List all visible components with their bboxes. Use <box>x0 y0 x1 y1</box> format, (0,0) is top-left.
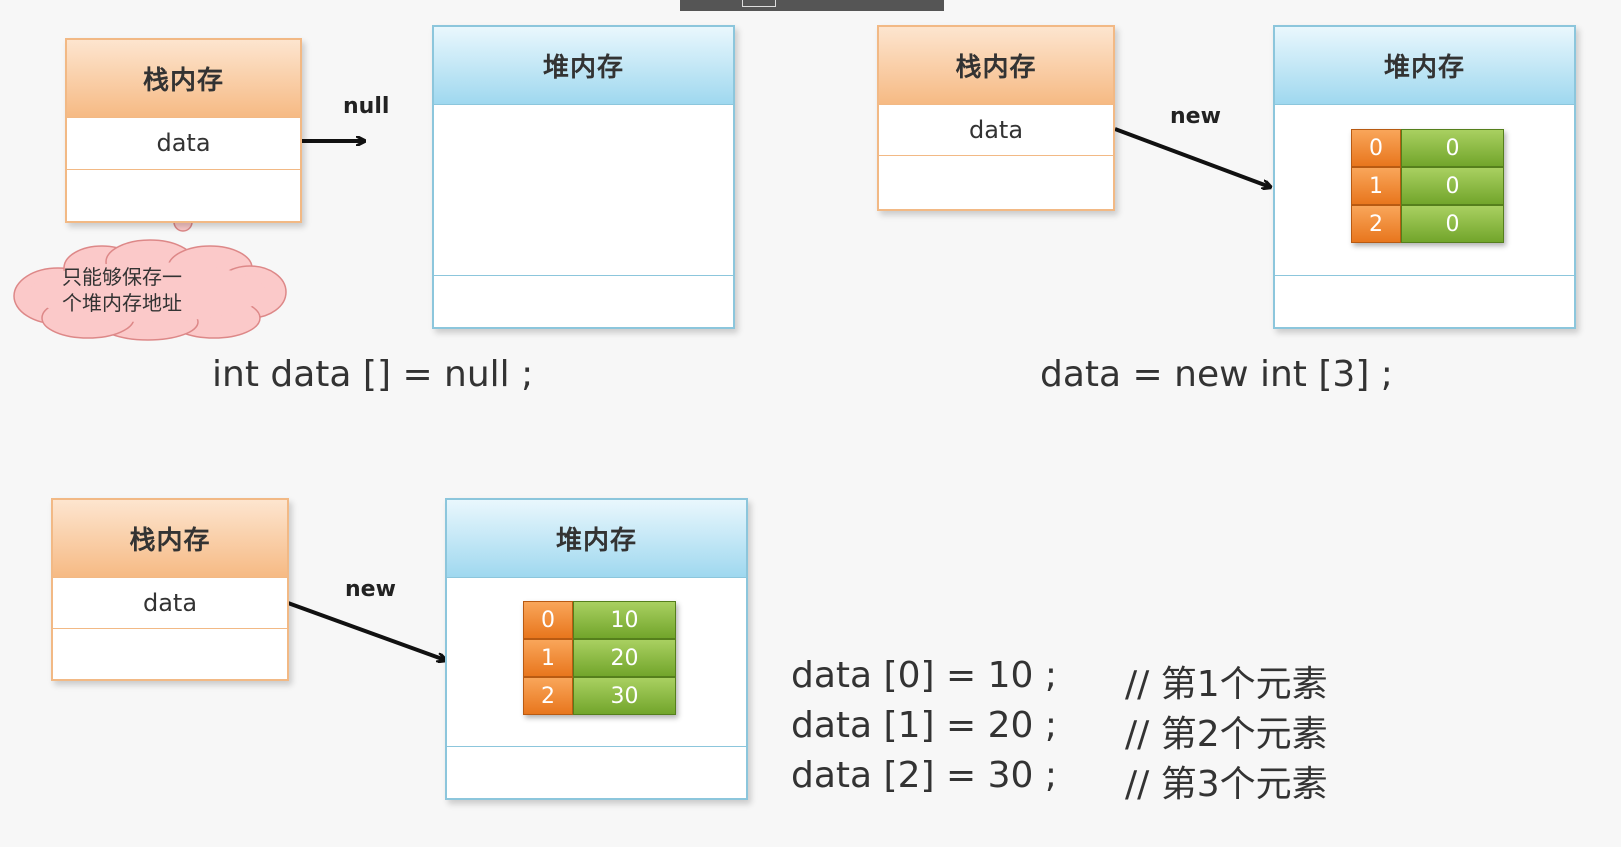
stack-box-1: 栈内存 data <box>65 38 302 223</box>
array-index: 2 <box>1351 205 1401 243</box>
array-value: 0 <box>1401 205 1504 243</box>
assign-stmt-2: data [2] = 30 ; <box>791 755 1057 796</box>
code-declaration: int data [] = null ; <box>212 354 534 395</box>
array-value: 10 <box>573 601 676 639</box>
divider <box>879 155 1113 156</box>
assign-stmt-0: data [0] = 10 ; <box>791 655 1057 696</box>
cloud-line-2: 个堆内存地址 <box>62 291 182 315</box>
data-cell: data <box>142 588 198 617</box>
divider <box>1275 275 1574 276</box>
cloud-line-1: 只能够保存一 <box>62 265 182 289</box>
heap-box-3: 堆内存 <box>445 498 748 800</box>
array-index: 1 <box>1351 167 1401 205</box>
new-label-bottom: new <box>345 577 396 602</box>
heap-header: 堆内存 <box>447 500 746 578</box>
heap-header: 堆内存 <box>1275 27 1574 105</box>
top-toolbar-strip <box>680 0 944 11</box>
heap-box-1: 堆内存 <box>432 25 735 329</box>
array-row: 1 20 <box>523 639 676 677</box>
array-row: 0 0 <box>1351 129 1504 167</box>
new-arrow-top <box>1114 127 1270 187</box>
divider <box>447 746 746 747</box>
stack-header: 栈内存 <box>879 27 1113 105</box>
array-row: 2 30 <box>523 677 676 715</box>
array-value: 20 <box>573 639 676 677</box>
array-index: 0 <box>1351 129 1401 167</box>
array-value: 0 <box>1401 129 1504 167</box>
assign-stmt-1: data [1] = 20 ; <box>791 705 1057 746</box>
divider <box>53 628 287 629</box>
cloud-note: 只能够保存一 个堆内存地址 <box>62 264 222 316</box>
divider <box>434 275 733 276</box>
stack-box-2: 栈内存 data <box>877 25 1115 211</box>
assign-comment-1: // 第2个元素 <box>1125 714 1328 755</box>
assign-comment-2: // 第3个元素 <box>1125 764 1328 805</box>
array-index: 2 <box>523 677 573 715</box>
code-allocation: data = new int [3] ; <box>1040 354 1393 395</box>
assign-comment-0: // 第1个元素 <box>1125 664 1328 705</box>
data-cell: data <box>156 129 211 157</box>
array-value: 0 <box>1401 167 1504 205</box>
new-arrow-bottom <box>287 601 445 660</box>
array-value: 30 <box>573 677 676 715</box>
stack-header: 栈内存 <box>67 40 300 118</box>
array-row: 1 0 <box>1351 167 1504 205</box>
array-index: 0 <box>523 601 573 639</box>
null-label: null <box>343 94 390 119</box>
divider <box>67 169 300 170</box>
array-row: 0 10 <box>523 601 676 639</box>
new-label-top: new <box>1170 104 1221 129</box>
data-cell: data <box>968 115 1024 144</box>
array-row: 2 0 <box>1351 205 1504 243</box>
heap-header: 堆内存 <box>434 27 733 105</box>
toolbar-knob <box>742 0 776 7</box>
array-assigned: 0 10 1 20 2 30 <box>523 601 676 715</box>
stack-header: 栈内存 <box>53 500 287 578</box>
array-index: 1 <box>523 639 573 677</box>
stack-box-3: 栈内存 data <box>51 498 289 681</box>
array-init: 0 0 1 0 2 0 <box>1351 129 1504 243</box>
